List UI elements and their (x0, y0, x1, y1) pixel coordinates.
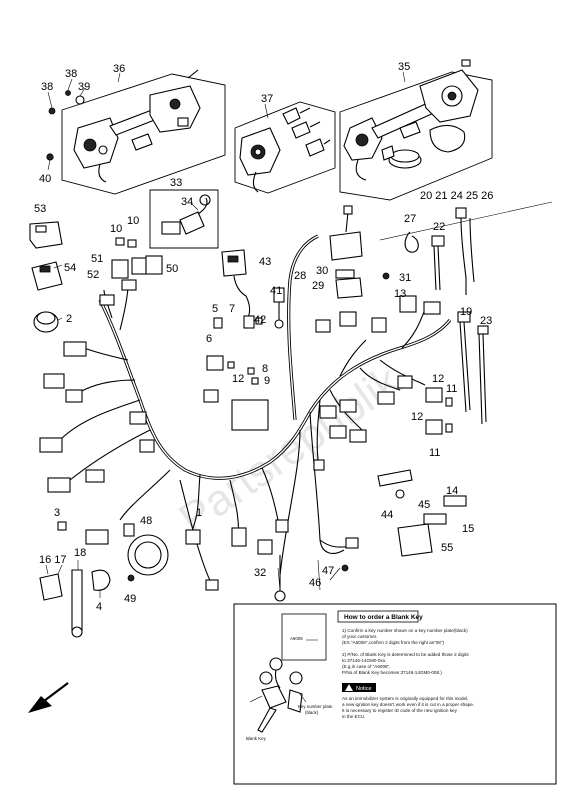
group-box-36 (46, 69, 226, 195)
instruction-step1-line3: (EX."A6008",confirm 2 digits from the ri… (342, 640, 444, 645)
label-10: 10 (110, 223, 122, 235)
label-49: 49 (124, 593, 136, 605)
label-16-17: 16 17 (39, 554, 67, 566)
label-42: 42 (254, 314, 266, 326)
label-12: 12 (232, 373, 244, 385)
label-11-b: 11 (429, 447, 440, 459)
label-51: 51 (91, 253, 103, 265)
label-41: 41 (270, 285, 282, 297)
label-29: 29 (312, 280, 324, 292)
reference-labels: 36 38 39 38 40 37 35 33 34 53 54 2 10 10… (34, 61, 493, 613)
notice-label: Notice (356, 686, 372, 692)
instruction-step2-line1: 2) P/No. of Blank Key is determined to b… (342, 652, 469, 657)
label-52: 52 (87, 269, 99, 281)
label-12-c: 12 (411, 411, 423, 423)
plate-code: A6008 (290, 636, 303, 641)
label-46: 46 (309, 577, 321, 589)
group-center-top (111, 237, 285, 385)
instruction-step2-line4: P/No.of Blank Key becomes 37146-14GM0-00… (342, 670, 442, 675)
label-8: 8 (262, 363, 268, 375)
label-50: 50 (166, 263, 178, 275)
main-harness (59, 234, 452, 586)
label-48: 48 (140, 515, 152, 527)
plate-label-line1: Key number plate (298, 704, 333, 709)
group-right-top (329, 201, 553, 425)
label-10-b: 10 (127, 215, 139, 227)
label-6: 6 (206, 333, 212, 345)
label-33: 33 (170, 177, 182, 189)
harness-connectors (39, 279, 441, 591)
label-31: 31 (399, 272, 411, 284)
group-right-middle (425, 387, 453, 435)
label-1: 1 (196, 507, 202, 519)
label-4: 4 (96, 601, 102, 613)
notice-line1: As an immobilizer system is originally e… (342, 696, 468, 701)
instruction-step1-line1: 1) Confirm a key number shown on a key n… (342, 628, 468, 633)
label-15: 15 (462, 523, 474, 535)
group-lower-right (274, 469, 467, 602)
blank-key-instruction-box: How to order a Blank Key 1) Confirm a ke… (233, 603, 557, 785)
label-12-b: 12 (432, 373, 444, 385)
label-40: 40 (39, 173, 51, 185)
label-18: 18 (74, 547, 86, 559)
label-2: 2 (66, 313, 72, 325)
label-9: 9 (264, 375, 270, 387)
label-32: 32 (254, 567, 266, 579)
label-37: 37 (261, 93, 273, 105)
label-23: 23 (480, 315, 492, 327)
label-47: 47 (322, 565, 334, 577)
label-3: 3 (54, 507, 60, 519)
label-39: 39 (78, 81, 90, 93)
label-53: 53 (34, 203, 46, 215)
instruction-step2-line3: (E.g.in case of "A6008", (342, 664, 390, 669)
label-14: 14 (446, 485, 458, 497)
blank-key-label: Blank Key (246, 736, 267, 741)
label-55: 55 (441, 542, 453, 554)
label-22: 22 (433, 221, 445, 233)
key-illustration (249, 657, 307, 733)
label-38: 38 (65, 68, 77, 80)
label-30: 30 (316, 265, 328, 277)
notice-badge: Notice (342, 683, 376, 692)
group-left-parts (29, 221, 63, 333)
notice-line2: a new ignition key doesn't work even if … (342, 702, 474, 707)
label-45: 45 (418, 499, 430, 511)
label-35: 35 (398, 61, 410, 73)
instruction-step2-line2: to 37146-14GM0-0xx. (342, 658, 386, 663)
warning-triangle-icon (345, 684, 353, 691)
label-27: 27 (404, 213, 416, 225)
instruction-title: How to order a Blank Key (344, 614, 423, 621)
group-box-35 (339, 59, 493, 201)
group-33-34 (149, 189, 219, 249)
plate-label-line2: (black) (305, 710, 319, 715)
key-number-plate (281, 613, 327, 661)
label-38-b: 38 (41, 81, 53, 93)
watermark: Partsrepublik (170, 356, 409, 544)
label-19: 19 (460, 306, 472, 318)
label-36: 36 (113, 63, 125, 75)
label-5: 5 (212, 303, 218, 315)
group-box-37 (234, 101, 336, 194)
notice-line3: It is necessary to register ID code of t… (342, 708, 458, 713)
notice-line4: in the ECU. (342, 714, 366, 719)
label-11: 11 (446, 383, 457, 395)
label-20-21-24-25-26: 20 21 24 25 26 (420, 190, 493, 202)
label-34: 34 (181, 196, 193, 208)
label-28: 28 (294, 270, 306, 282)
instruction-step1-line2: of your customer. (342, 634, 377, 639)
label-13: 13 (394, 288, 406, 300)
label-43: 43 (259, 256, 271, 268)
label-54: 54 (64, 262, 76, 274)
group-lower-left (39, 521, 169, 638)
front-arrow-icon (28, 682, 69, 713)
label-7: 7 (229, 303, 235, 315)
label-44: 44 (381, 509, 393, 521)
